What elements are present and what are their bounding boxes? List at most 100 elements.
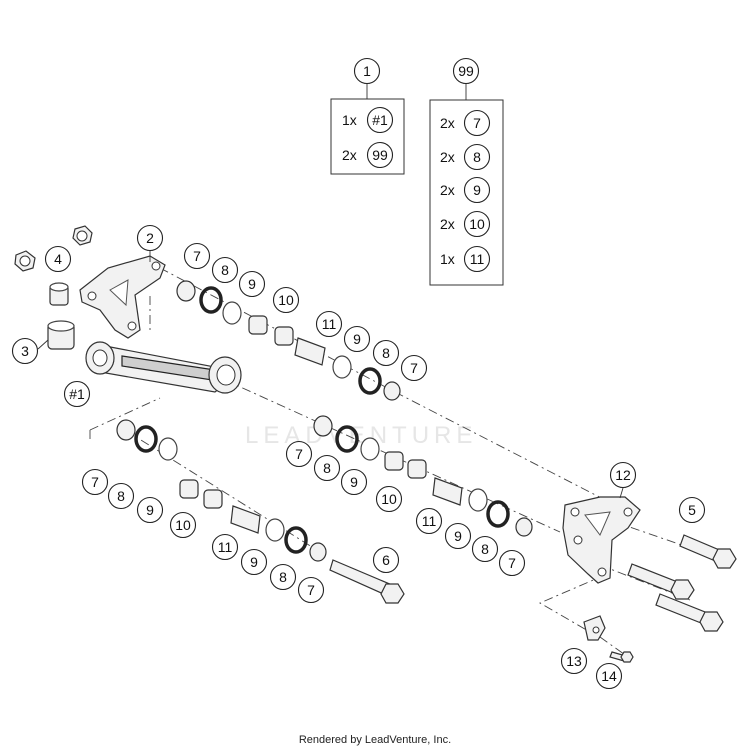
callout-b-9[interactable]: 9 bbox=[340, 468, 368, 496]
svg-text:9: 9 bbox=[350, 474, 358, 490]
nut-4-lower bbox=[14, 250, 36, 272]
callout-12[interactable]: 12 bbox=[609, 461, 637, 489]
svg-text:8: 8 bbox=[221, 262, 229, 278]
svg-text:14: 14 bbox=[601, 668, 617, 684]
callout-b-7b[interactable]: 7 bbox=[498, 549, 526, 577]
kit-99-ref-1[interactable]: 7 bbox=[463, 109, 491, 137]
svg-text:6: 6 bbox=[382, 552, 390, 568]
screw-14 bbox=[609, 651, 634, 663]
callout-5[interactable]: 5 bbox=[678, 496, 706, 524]
svg-text:9: 9 bbox=[146, 502, 154, 518]
kit-99-qty-2: 2x bbox=[440, 149, 455, 165]
kit-99-ref-3[interactable]: 9 bbox=[463, 176, 491, 204]
callout-a-7[interactable]: 7 bbox=[183, 242, 211, 270]
bushing-3 bbox=[47, 320, 75, 350]
nut-4-upper bbox=[72, 225, 93, 246]
svg-text:2: 2 bbox=[146, 230, 154, 246]
callout-14[interactable]: 14 bbox=[595, 662, 623, 690]
callout-b-11[interactable]: 11 bbox=[415, 507, 443, 535]
footer-credit: Rendered by LeadVenture, Inc. bbox=[298, 734, 452, 746]
svg-text:#1: #1 bbox=[372, 112, 388, 128]
callout-b-7[interactable]: 7 bbox=[285, 440, 313, 468]
callout-b-10[interactable]: 10 bbox=[375, 485, 403, 513]
kit-1-ref-2[interactable]: 99 bbox=[366, 141, 394, 169]
kit-99-qty-5: 1x bbox=[440, 251, 455, 267]
svg-text:9: 9 bbox=[473, 182, 481, 198]
clip-13 bbox=[583, 615, 606, 641]
kit-99-ref-5[interactable]: 11 bbox=[463, 245, 491, 273]
svg-text:7: 7 bbox=[295, 446, 303, 462]
callout-4[interactable]: 4 bbox=[44, 245, 72, 273]
svg-text:10: 10 bbox=[278, 292, 294, 308]
centerlines bbox=[89, 267, 726, 658]
svg-text:11: 11 bbox=[470, 251, 485, 267]
callout-c-11[interactable]: 11 bbox=[211, 533, 239, 561]
callout-a-11[interactable]: 11 bbox=[315, 310, 343, 338]
kit-99-qty-1: 2x bbox=[440, 115, 455, 131]
svg-text:#1: #1 bbox=[69, 386, 85, 402]
callout-a-9b[interactable]: 9 bbox=[343, 325, 371, 353]
kit-99-qty-3: 2x bbox=[440, 182, 455, 198]
callout-6[interactable]: 6 bbox=[372, 546, 400, 574]
kit-1-ref-1[interactable]: #1 bbox=[366, 106, 394, 134]
kit-1-qty-1: 1x bbox=[342, 112, 357, 128]
callout-c-8b[interactable]: 8 bbox=[269, 563, 297, 591]
svg-text:9: 9 bbox=[353, 331, 361, 347]
svg-text:8: 8 bbox=[473, 149, 481, 165]
callout-a-8b[interactable]: 8 bbox=[372, 339, 400, 367]
bolt-lower-2 bbox=[655, 593, 724, 632]
kit-99-qty-4: 2x bbox=[440, 216, 455, 232]
bushing-upper bbox=[49, 282, 69, 306]
svg-text:1: 1 bbox=[363, 63, 371, 79]
callout-13[interactable]: 13 bbox=[560, 647, 588, 675]
svg-text:7: 7 bbox=[508, 555, 516, 571]
callout-c-8[interactable]: 8 bbox=[107, 482, 135, 510]
svg-text:7: 7 bbox=[307, 582, 315, 598]
svg-text:99: 99 bbox=[458, 63, 474, 79]
bolt-6 bbox=[329, 559, 405, 604]
svg-text:8: 8 bbox=[117, 488, 125, 504]
bolt-5 bbox=[679, 534, 737, 569]
callout-3[interactable]: 3 bbox=[11, 337, 39, 365]
kit-1-qty-2: 2x bbox=[342, 147, 357, 163]
callout-2[interactable]: 2 bbox=[136, 224, 164, 252]
callout-hash-1[interactable]: #1 bbox=[63, 380, 91, 408]
callout-c-7[interactable]: 7 bbox=[81, 468, 109, 496]
svg-text:8: 8 bbox=[279, 569, 287, 585]
svg-text:10: 10 bbox=[381, 491, 397, 507]
kit-99-callout[interactable]: 99 bbox=[452, 57, 480, 85]
callout-c-9b[interactable]: 9 bbox=[240, 548, 268, 576]
svg-text:9: 9 bbox=[454, 528, 462, 544]
callout-b-8[interactable]: 8 bbox=[313, 454, 341, 482]
bearing-stack-c bbox=[116, 419, 327, 562]
svg-text:99: 99 bbox=[372, 147, 388, 163]
connecting-rod bbox=[85, 341, 242, 394]
svg-text:8: 8 bbox=[382, 345, 390, 361]
svg-text:10: 10 bbox=[469, 216, 485, 232]
svg-text:11: 11 bbox=[218, 539, 233, 555]
bolt-lower-1 bbox=[627, 563, 695, 600]
svg-text:8: 8 bbox=[323, 460, 331, 476]
callout-a-10[interactable]: 10 bbox=[272, 286, 300, 314]
svg-text:13: 13 bbox=[566, 653, 582, 669]
svg-text:12: 12 bbox=[615, 467, 631, 483]
callout-c-7b[interactable]: 7 bbox=[297, 576, 325, 604]
callout-a-9[interactable]: 9 bbox=[238, 270, 266, 298]
svg-text:7: 7 bbox=[410, 360, 418, 376]
callout-a-7b[interactable]: 7 bbox=[400, 354, 428, 382]
kit-1-callout[interactable]: 1 bbox=[353, 57, 381, 85]
bracket-12 bbox=[562, 496, 641, 584]
callout-c-10[interactable]: 10 bbox=[169, 511, 197, 539]
svg-text:3: 3 bbox=[21, 343, 29, 359]
kit-99-ref-4[interactable]: 10 bbox=[463, 210, 491, 238]
callout-c-9[interactable]: 9 bbox=[136, 496, 164, 524]
callout-a-8[interactable]: 8 bbox=[211, 256, 239, 284]
svg-text:9: 9 bbox=[250, 554, 258, 570]
svg-text:5: 5 bbox=[688, 502, 696, 518]
svg-text:7: 7 bbox=[193, 248, 201, 264]
callout-b-9b[interactable]: 9 bbox=[444, 522, 472, 550]
callout-b-8b[interactable]: 8 bbox=[471, 535, 499, 563]
kit-99-ref-2[interactable]: 8 bbox=[463, 143, 491, 171]
svg-text:4: 4 bbox=[54, 251, 62, 267]
